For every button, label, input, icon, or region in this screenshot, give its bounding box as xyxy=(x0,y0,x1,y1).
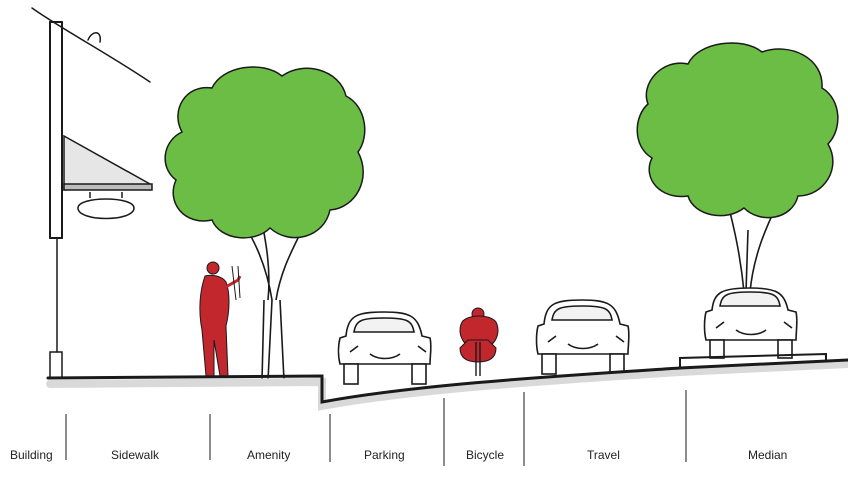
zone-label-sidewalk: Sidewalk xyxy=(111,448,159,462)
zone-label-travel: Travel xyxy=(587,448,620,462)
travel-car xyxy=(537,300,629,374)
zone-label-parking: Parking xyxy=(364,448,405,462)
zone-label-median: Median xyxy=(748,448,787,462)
ground-line xyxy=(48,360,848,406)
street-tree xyxy=(165,67,365,380)
median-car xyxy=(705,288,797,358)
pedestrian-figure xyxy=(200,262,240,376)
parked-car xyxy=(339,312,431,384)
building-facade xyxy=(32,8,150,378)
cyclist-figure xyxy=(460,308,498,376)
zone-label-building: Building xyxy=(10,448,53,462)
median-tree xyxy=(637,43,838,292)
zone-label-bicycle: Bicycle xyxy=(466,448,504,462)
zone-label-amenity: Amenity xyxy=(247,448,290,462)
awning-sign xyxy=(64,136,152,219)
